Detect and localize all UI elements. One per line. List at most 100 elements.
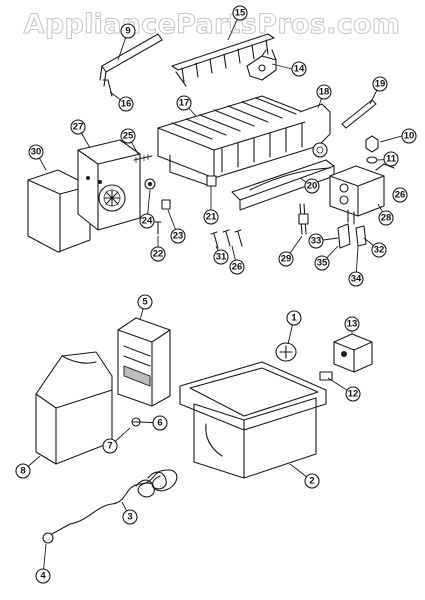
callout-33: 33 (308, 233, 324, 249)
part-9-shutoff-arm (99, 33, 163, 87)
callout-20: 20 (304, 178, 320, 194)
callout-7: 7 (102, 438, 118, 454)
svg-text:23: 23 (173, 231, 184, 242)
part-1-knob (275, 342, 297, 362)
callout-32: 32 (371, 242, 387, 258)
watermark-text: AppliancePartsPros.com (24, 9, 401, 40)
callout-21: 21 (203, 209, 219, 225)
callout-31: 31 (213, 249, 229, 265)
svg-text:18: 18 (319, 87, 330, 98)
part-28-water-valve (329, 163, 395, 225)
part-18-fill-cup (299, 103, 331, 158)
leader-lines (22, 12, 403, 577)
part-20-heater (231, 159, 335, 211)
callout-35: 35 (314, 255, 330, 271)
svg-text:6: 6 (157, 418, 162, 429)
callout-18: 18 (316, 84, 332, 100)
svg-text:8: 8 (20, 466, 25, 477)
svg-text:20: 20 (307, 181, 318, 192)
part-4-plug (42, 523, 71, 544)
callout-15: 15 (232, 5, 248, 21)
callout-23: 23 (170, 228, 186, 244)
callout-3: 3 (122, 509, 138, 525)
part-27-control-housing (77, 139, 141, 231)
part-13-motor (333, 333, 373, 373)
part-32-fitting (355, 225, 367, 247)
part-16-bracket (102, 79, 113, 97)
callout-29: 29 (278, 251, 294, 267)
part-19-fill-tube (341, 99, 377, 129)
part-23-clip (161, 199, 171, 210)
callout-9: 9 (120, 23, 136, 39)
svg-text:29: 29 (281, 254, 292, 265)
part-31-26-screws (210, 229, 243, 249)
part-14-stripper (246, 49, 277, 81)
svg-text:32: 32 (374, 245, 385, 256)
svg-text:1: 1 (291, 313, 297, 324)
part-29-harness (298, 203, 309, 235)
svg-text:9: 9 (125, 26, 130, 37)
callout-34: 34 (348, 271, 364, 287)
callout-1: 1 (286, 310, 302, 326)
callout-6: 6 (152, 415, 168, 431)
callout-10: 10 (401, 128, 417, 144)
part-8-front-cover (35, 351, 113, 465)
svg-text:25: 25 (123, 131, 134, 142)
part-21-clip (206, 175, 217, 187)
part-33-fitting (337, 223, 351, 249)
callout-27: 27 (70, 119, 86, 135)
svg-text:26: 26 (395, 190, 406, 201)
part-22-screw (154, 221, 162, 235)
part-10-nut (365, 135, 379, 153)
svg-text:3: 3 (127, 512, 132, 523)
callout-8: 8 (15, 463, 31, 479)
part-15-ejector-blade (171, 33, 275, 87)
svg-text:28: 28 (381, 213, 392, 224)
callout-5: 5 (137, 294, 153, 310)
callout-4: 4 (35, 568, 51, 584)
callout-24: 24 (139, 213, 155, 229)
callout-11: 11 (383, 151, 399, 167)
svg-text:16: 16 (121, 99, 132, 110)
part-5-motor-bracket (117, 317, 171, 407)
callout-22: 22 (150, 246, 166, 262)
callout-17: 17 (176, 95, 192, 111)
svg-text:31: 31 (216, 252, 227, 263)
svg-text:19: 19 (375, 79, 386, 90)
svg-text:30: 30 (31, 147, 42, 158)
svg-text:35: 35 (317, 258, 328, 269)
part-24-collar (144, 178, 156, 190)
callout-13: 13 (344, 316, 360, 332)
part-17-ice-mold (157, 95, 319, 187)
callout-26-right: 26 (392, 187, 408, 203)
svg-text:7: 7 (107, 441, 112, 452)
svg-text:26: 26 (232, 262, 243, 273)
svg-text:27: 27 (73, 122, 84, 133)
part-3-auger-wire (69, 469, 178, 525)
svg-text:12: 12 (348, 389, 359, 400)
svg-text:33: 33 (311, 236, 322, 247)
svg-text:14: 14 (294, 64, 305, 75)
svg-text:17: 17 (179, 98, 190, 109)
callout-25: 25 (120, 128, 136, 144)
svg-text:11: 11 (386, 154, 397, 165)
callout-16: 16 (118, 96, 134, 112)
callout-12: 12 (345, 386, 361, 402)
svg-text:10: 10 (404, 131, 415, 142)
svg-text:34: 34 (351, 274, 362, 285)
svg-text:5: 5 (142, 297, 148, 308)
svg-text:24: 24 (142, 216, 153, 227)
svg-text:15: 15 (235, 8, 246, 19)
svg-text:22: 22 (153, 249, 164, 260)
part-11-washer (366, 156, 378, 164)
part-25-screw (133, 154, 153, 163)
part-12-connector (319, 371, 333, 381)
callout-30: 30 (28, 144, 44, 160)
svg-text:4: 4 (40, 571, 46, 582)
callout-2: 2 (304, 473, 320, 489)
part-2-ice-bin (179, 361, 327, 479)
callout-19: 19 (372, 76, 388, 92)
svg-text:2: 2 (309, 476, 314, 487)
callout-28: 28 (378, 210, 394, 226)
